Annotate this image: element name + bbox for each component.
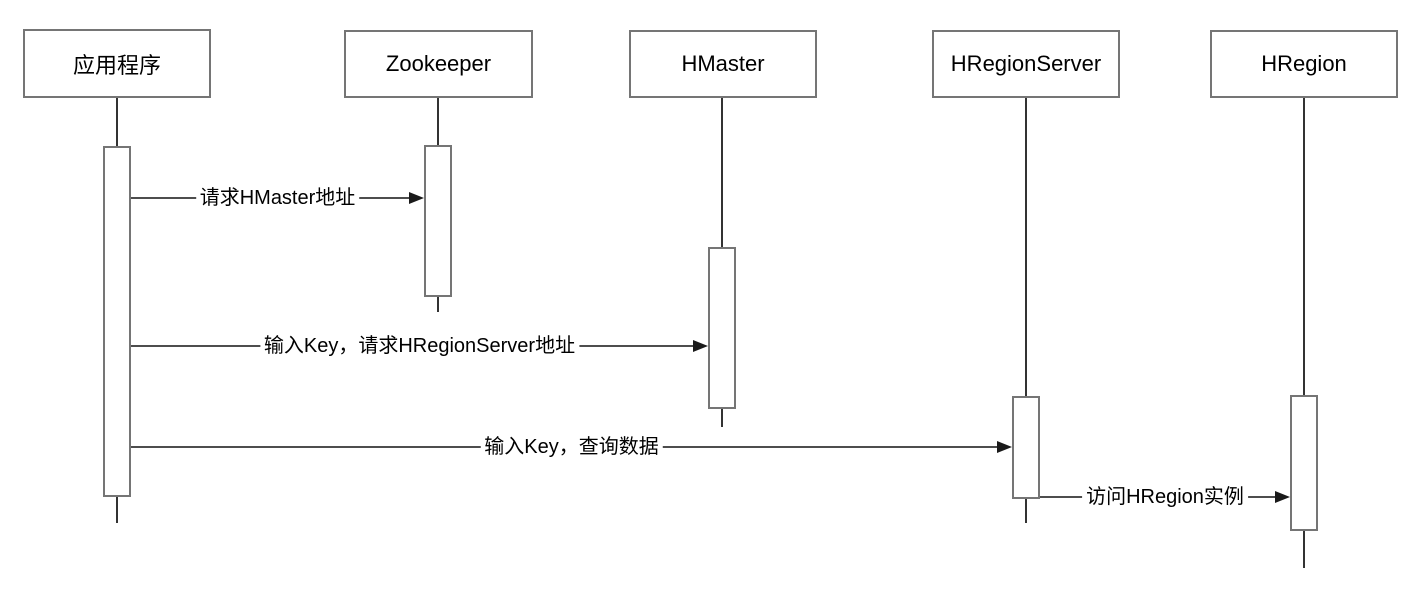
lifeline-tail-zookeeper: [437, 297, 439, 312]
message-label-msg-4: 访问HRegion实例: [1082, 485, 1248, 509]
lifeline-tail-hregion: [1303, 531, 1305, 568]
activation-bar-hregionserver: [1012, 396, 1040, 499]
participant-label-hregion: HRegion: [1261, 51, 1347, 76]
participant-label-zookeeper: Zookeeper: [385, 51, 492, 76]
participant-label-app: 应用程序: [72, 52, 161, 78]
participant-box-hmaster: HMaster: [629, 30, 817, 98]
lifeline-hregionserver: [1025, 98, 1027, 396]
participant-box-hregion: HRegion: [1210, 30, 1398, 98]
message-label-msg-2: 输入Key，请求HRegionServer地址: [259, 334, 580, 358]
arrowhead-icon-msg-1: [409, 192, 424, 204]
activation-bar-hmaster: [708, 247, 736, 409]
activation-bar-zookeeper: [424, 145, 452, 297]
participant-label-hregionserver: HRegionServer: [950, 51, 1102, 76]
lifeline-hmaster: [721, 98, 723, 247]
participant-box-app: 应用程序: [23, 29, 211, 98]
activation-bar-app: [103, 146, 131, 497]
activation-bar-hregion: [1290, 395, 1318, 531]
lifeline-tail-hmaster: [721, 409, 723, 427]
lifeline-hregion: [1303, 98, 1305, 395]
arrowhead-icon-msg-3: [997, 441, 1012, 453]
participant-label-hmaster: HMaster: [681, 51, 765, 76]
lifeline-tail-hregionserver: [1025, 499, 1027, 523]
message-label-msg-1: 请求HMaster地址: [195, 186, 360, 210]
lifeline-tail-app: [116, 497, 118, 523]
lifeline-app: [116, 98, 118, 146]
message-label-msg-3: 输入Key，查询数据: [480, 435, 663, 459]
lifeline-zookeeper: [437, 98, 439, 145]
arrowhead-icon-msg-4: [1275, 491, 1290, 503]
arrowhead-icon-msg-2: [693, 340, 708, 352]
participant-box-hregionserver: HRegionServer: [932, 30, 1120, 98]
participant-box-zookeeper: Zookeeper: [344, 30, 533, 98]
